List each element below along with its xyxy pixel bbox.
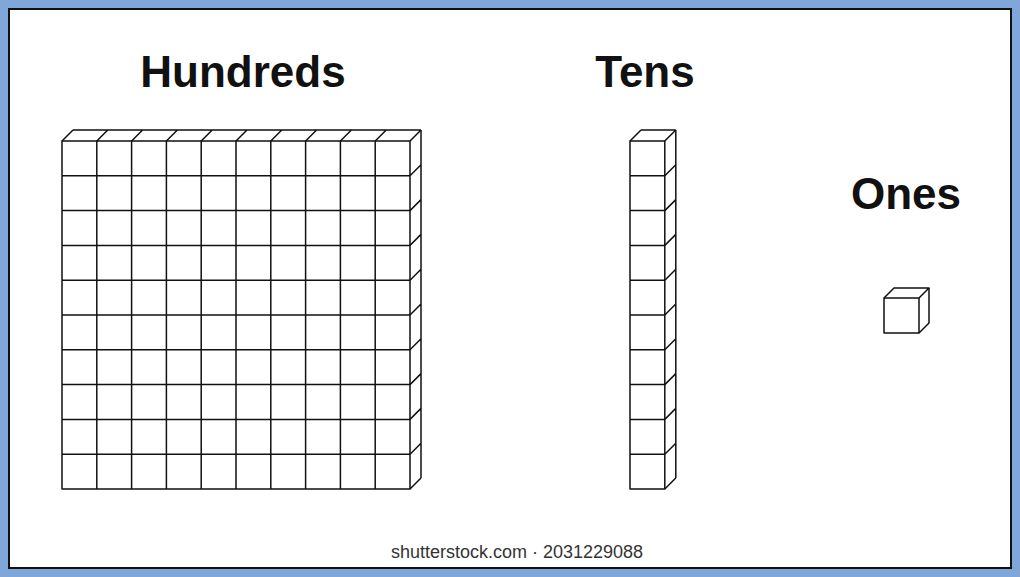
place-value-heading: Ones [851,169,961,220]
watermark: shutterstock.com · 2031229088 [391,542,643,563]
ones-cube [884,288,929,333]
hundreds-flat [62,130,421,489]
tens-rod [630,130,676,489]
place-value-heading: Tens [595,47,694,98]
place-value-heading: Hundreds [140,47,345,98]
